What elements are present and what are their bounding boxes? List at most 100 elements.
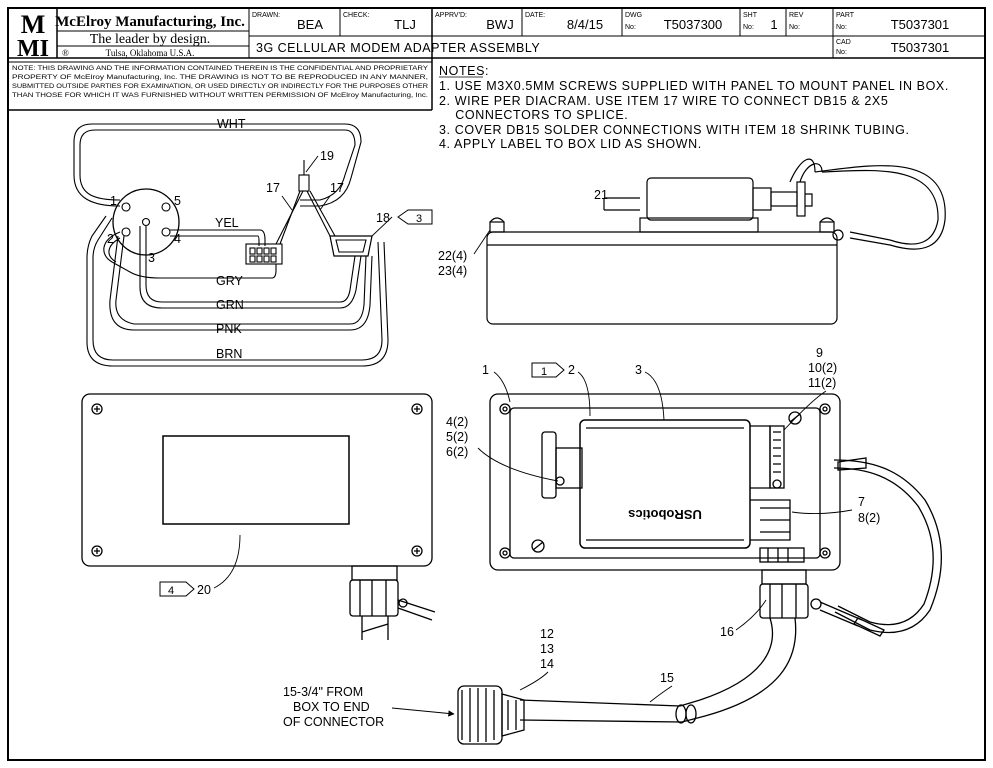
- callout-15: 15: [660, 671, 674, 685]
- confidentiality-note: NOTE: THIS DRAWING AND THE INFORMATION C…: [12, 65, 429, 99]
- title-block: M MI McElroy Manufacturing, Inc. The lea…: [8, 8, 985, 111]
- cable-labels: 12 13 14 15 15-3/4" FROM BOX TO END OF C…: [283, 627, 674, 729]
- date-value: 8/4/15: [567, 17, 603, 32]
- note-line-5: 4. APPLY LABEL TO BOX LID AS SHOWN.: [439, 137, 702, 151]
- wiring-diagram: [73, 123, 389, 367]
- callout-10: 10(2): [808, 361, 837, 375]
- wire-label-yel: YEL: [215, 216, 239, 230]
- callout-3: 3: [635, 363, 642, 377]
- wire-label-grn: GRN: [216, 298, 244, 312]
- check-label: CHECK:: [343, 12, 370, 19]
- cad-label-line1: CAD: [836, 39, 851, 46]
- pin-label-2: 2: [107, 232, 114, 246]
- callout-4: 4(2): [446, 415, 468, 429]
- wiring-labels: WHT YEL GRY GRN PNK BRN 1 5 2 4 3 19 17 …: [107, 117, 390, 361]
- note-flag-1-number: 1: [541, 366, 547, 378]
- rev-label-line1: REV: [789, 12, 804, 19]
- callout-6: 6(2): [446, 445, 468, 459]
- dwg-label-line1: DWG: [625, 12, 642, 19]
- logo-initials-top: M: [21, 10, 46, 39]
- registered-mark: ®: [62, 48, 69, 58]
- drawn-label: DRAWN:: [252, 12, 280, 19]
- notes: NOTES: 1. USE M3X0.5MM SCREWS SUPPLIED W…: [439, 64, 949, 151]
- pin-label-1: 1: [110, 194, 117, 208]
- part-label-line2: No:: [836, 24, 847, 31]
- company-name: McElroy Manufacturing, Inc.: [55, 14, 245, 30]
- callout-19: 19: [320, 149, 334, 163]
- side-view: [486, 158, 946, 325]
- callout-14: 14: [540, 657, 554, 671]
- callout-20: 20: [197, 583, 211, 597]
- company-location: Tulsa, Oklahoma U.S.A.: [106, 48, 195, 58]
- callout-12: 12: [540, 627, 554, 641]
- sht-value: 1: [770, 17, 777, 32]
- note-flag-3-number: 3: [416, 213, 422, 225]
- confidential-line-4: THAN THOSE FOR WHICH IT WAS FURNISHED WI…: [12, 92, 428, 99]
- dwg-label-line2: No:: [625, 24, 636, 31]
- callout-17b: 17: [330, 181, 344, 195]
- callout-18: 18: [376, 211, 390, 225]
- callout-8: 8(2): [858, 511, 880, 525]
- note-line-4: 3. COVER DB15 SOLDER CONNECTIONS WITH IT…: [439, 123, 910, 137]
- callout-9: 9: [816, 346, 823, 360]
- top-view-leaders: [477, 371, 853, 631]
- dwg-value: T5037300: [664, 17, 723, 32]
- callout-22: 22(4): [438, 249, 467, 263]
- date-label: DATE:: [525, 12, 545, 19]
- sheet-border: [7, 7, 986, 761]
- callout-11: 11(2): [808, 376, 836, 390]
- dimension-note-line-3: OF CONNECTOR: [283, 715, 384, 729]
- top-view: [457, 393, 943, 745]
- callout-21: 21: [594, 188, 608, 202]
- drawn-value: BEA: [297, 17, 323, 32]
- part-value: T5037301: [891, 17, 950, 32]
- pin-label-5: 5: [174, 194, 181, 208]
- wire-label-wht: WHT: [217, 117, 246, 131]
- check-value: TLJ: [394, 17, 416, 32]
- note-flag-4-number: 4: [168, 585, 174, 597]
- note-line-2: 2. WIRE PER DIACRAM. USE ITEM 17 WIRE TO…: [439, 94, 888, 108]
- top-view-labels: 1 2 3 9 10(2) 11(2) 4(2) 5(2) 6(2) 7 8(2…: [446, 346, 880, 639]
- note-flag-3: 3: [397, 209, 433, 225]
- modem-brand: USRobotics: [628, 507, 702, 522]
- part-label-line1: PART: [836, 12, 855, 19]
- callout-1: 1: [482, 363, 489, 377]
- dimension-note-line-2: BOX TO END: [293, 700, 370, 714]
- sht-label-line2: No:: [743, 24, 754, 31]
- rev-label-line2: No:: [789, 24, 800, 31]
- callout-2: 2: [568, 363, 575, 377]
- callout-16: 16: [720, 625, 734, 639]
- cad-label-line2: No:: [836, 49, 847, 56]
- apprvd-label: APPRV'D:: [435, 12, 467, 19]
- note-line-3: CONNECTORS TO SPLICE.: [439, 108, 628, 122]
- notes-heading: NOTES:: [439, 64, 489, 78]
- company-slogan: The leader by design.: [90, 32, 211, 47]
- note-flag-4: 4 20: [159, 581, 211, 597]
- note-line-1: 1. USE M3X0.5MM SCREWS SUPPLIED WITH PAN…: [439, 79, 949, 93]
- note-flag-1: 1: [531, 362, 565, 378]
- lid-view: [81, 393, 436, 640]
- confidential-line-2: PROPERTY OF McElroy Manufacturing, Inc. …: [12, 74, 428, 81]
- confidential-line-3: SUBMITTED OUTSIDE PARTIES FOR EXAMINATIO…: [12, 83, 429, 90]
- drawing-title: 3G CELLULAR MODEM ADAPTER ASSEMBLY: [256, 41, 540, 55]
- modem-brand-text: USRobotics: [628, 507, 702, 522]
- callout-7: 7: [858, 495, 865, 509]
- cable-leaders: [391, 671, 673, 717]
- wire-label-pnk: PNK: [216, 322, 242, 336]
- callout-5: 5(2): [446, 430, 468, 444]
- confidential-line-1: NOTE: THIS DRAWING AND THE INFORMATION C…: [12, 65, 429, 72]
- sht-label-line1: SHT: [743, 12, 758, 19]
- wire-label-brn: BRN: [216, 347, 242, 361]
- cad-value: T5037301: [891, 40, 950, 55]
- logo-initials-bottom: MI: [17, 36, 49, 62]
- apprvd-value: BWJ: [486, 17, 513, 32]
- wire-label-gry: GRY: [216, 274, 244, 288]
- pin-label-4: 4: [174, 232, 181, 246]
- side-view-labels: 21 22(4) 23(4): [438, 188, 608, 278]
- callout-17a: 17: [266, 181, 280, 195]
- dimension-note-line-1: 15-3/4" FROM: [283, 685, 363, 699]
- callout-13: 13: [540, 642, 554, 656]
- callout-23: 23(4): [438, 264, 467, 278]
- pin-label-3: 3: [148, 251, 155, 265]
